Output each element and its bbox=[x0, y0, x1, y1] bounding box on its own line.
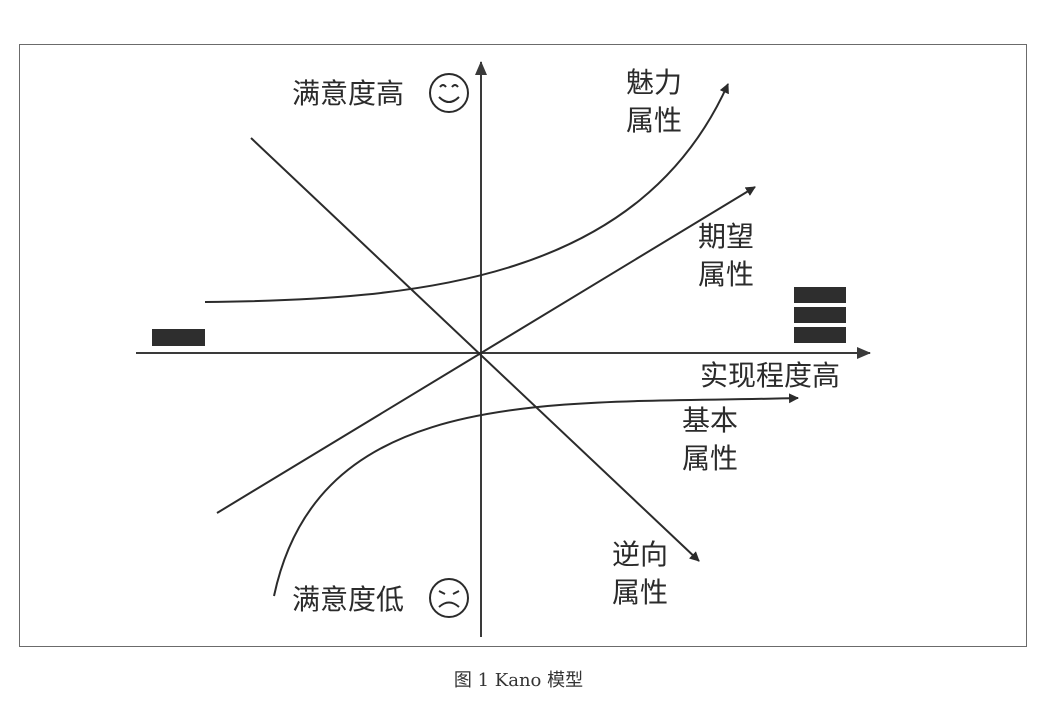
implementation-high-label: 实现程度高 bbox=[700, 359, 841, 392]
reverse-line bbox=[250, 137, 700, 562]
attractive-curve bbox=[204, 83, 729, 303]
basic-attribute-label: 基本属性 bbox=[682, 404, 739, 475]
sad-face-icon bbox=[429, 578, 469, 618]
expected-attribute-label: 期望属性 bbox=[698, 220, 755, 291]
high-implementation-bar bbox=[794, 287, 846, 303]
expected-line bbox=[216, 186, 756, 514]
smiley-face-icon bbox=[429, 73, 469, 113]
high-implementation-bar bbox=[794, 307, 846, 323]
satisfaction-high-label: 满意度高 bbox=[292, 77, 405, 110]
satisfaction-low-label: 满意度低 bbox=[292, 583, 405, 616]
reverse-attribute-label: 逆向属性 bbox=[612, 538, 669, 609]
basic-curve bbox=[273, 393, 799, 597]
low-implementation-bar bbox=[152, 329, 205, 346]
attractive-attribute-label: 魅力属性 bbox=[626, 66, 683, 137]
figure-caption: 图 1 Kano 模型 bbox=[453, 670, 584, 691]
high-implementation-bar bbox=[794, 327, 846, 343]
diagram-frame bbox=[19, 44, 1027, 647]
